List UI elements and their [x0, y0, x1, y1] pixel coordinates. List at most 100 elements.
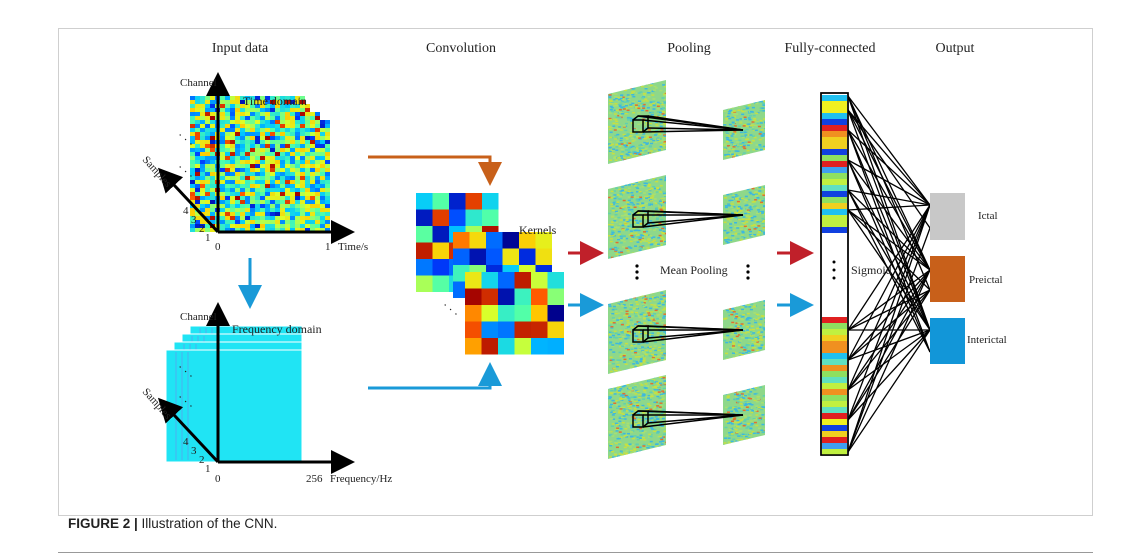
noise-dot	[654, 141, 658, 144]
noise-dot	[661, 303, 665, 306]
heatmap-cell	[290, 180, 295, 184]
noise-dot	[639, 191, 643, 194]
noise-dot	[664, 370, 666, 373]
heatmap-cell	[280, 116, 285, 120]
heatmap-cell	[290, 156, 295, 160]
noise-dot	[637, 330, 641, 333]
noise-dot	[621, 179, 625, 181]
header-pooling: Pooling	[667, 41, 711, 56]
noise-dot	[645, 189, 649, 192]
heatmap-cell	[200, 224, 205, 228]
noise-dot	[662, 102, 666, 104]
noise-dot	[663, 369, 666, 371]
noise-dot	[651, 358, 655, 360]
noise-dot	[652, 310, 656, 313]
noise-dot	[619, 353, 623, 356]
freq-to-conv-arrow	[368, 362, 502, 390]
heatmap-cell	[270, 212, 275, 216]
heatmap-cell	[200, 196, 205, 200]
noise-dot	[630, 311, 634, 314]
noise-dot	[723, 110, 727, 113]
noise-dot	[652, 306, 656, 309]
noise-dot	[624, 104, 628, 107]
noise-dot	[734, 233, 738, 236]
noise-dot	[613, 330, 617, 333]
heatmap-cell	[195, 112, 200, 116]
heatmap-cell	[230, 156, 235, 160]
heatmap-cell	[255, 220, 260, 224]
heatmap-cell	[225, 184, 230, 188]
heatmap-cell	[275, 108, 280, 112]
noise-dot	[752, 158, 756, 160]
heatmap-cell	[270, 148, 275, 152]
heatmap-cell	[315, 216, 320, 220]
noise-dot	[622, 126, 626, 128]
heatmap-cell	[315, 112, 320, 116]
noise-dot	[616, 290, 620, 292]
noise-dot	[611, 92, 615, 95]
heatmap-cell	[235, 104, 240, 108]
noise-dot	[662, 93, 666, 95]
freq-sample-tick: 4	[183, 436, 189, 448]
ellipsis: · · ·	[439, 298, 462, 320]
noise-dot	[631, 325, 635, 328]
heatmap-cell	[220, 136, 225, 140]
kernel-cell	[498, 272, 515, 289]
heatmap-cell	[190, 212, 195, 216]
heatmap-cell	[255, 128, 260, 132]
heatmap-cell	[235, 220, 240, 224]
noise-dot	[633, 136, 637, 138]
noise-dot	[659, 145, 663, 148]
heatmap-cell	[195, 200, 200, 204]
heatmap-cell	[325, 156, 330, 160]
noise-dot	[636, 212, 640, 214]
noise-dot	[659, 327, 663, 330]
noise-dot	[660, 129, 664, 131]
noise-dot	[663, 140, 666, 143]
noise-dot	[759, 109, 763, 112]
heatmap-cell	[240, 116, 245, 120]
heatmap-cell	[265, 128, 270, 132]
heatmap-cell	[300, 208, 305, 212]
noise-dot	[747, 198, 751, 201]
noise-dot	[639, 178, 643, 181]
noise-dot	[737, 233, 741, 235]
heatmap-cell	[275, 172, 280, 176]
heatmap-cell	[320, 152, 325, 156]
noise-dot	[613, 298, 617, 300]
noise-dot	[630, 85, 634, 87]
noise-dot	[614, 292, 618, 295]
heatmap-cell	[190, 100, 195, 104]
noise-dot	[641, 239, 645, 241]
heatmap-cell	[235, 108, 240, 112]
heatmap-cell	[290, 112, 295, 116]
noise-dot	[650, 138, 654, 140]
noise-dot	[608, 95, 612, 97]
heatmap-cell	[290, 100, 295, 104]
noise-dot	[748, 118, 752, 121]
noise-dot	[628, 182, 632, 184]
noise-dot	[749, 142, 753, 145]
heatmap-cell	[255, 160, 260, 164]
heatmap-cell	[305, 152, 310, 156]
noise-dot	[630, 365, 634, 367]
heatmap-cell	[225, 220, 230, 224]
heatmap-cell	[235, 228, 240, 232]
noise-dot	[610, 327, 614, 329]
noise-dot	[620, 331, 624, 333]
noise-dot	[754, 124, 758, 127]
heatmap-cell	[250, 112, 255, 116]
noise-dot	[643, 362, 647, 364]
noise-dot	[764, 133, 765, 135]
noise-dot	[648, 183, 652, 186]
heatmap-cell	[325, 192, 330, 196]
heatmap-cell	[235, 196, 240, 200]
heatmap-cell	[200, 160, 205, 164]
noise-dot	[732, 194, 736, 197]
noise-dot	[741, 185, 745, 187]
noise-dot	[641, 247, 645, 249]
heatmap-cell	[220, 168, 225, 172]
heatmap-cell	[235, 100, 240, 104]
noise-dot	[627, 199, 631, 202]
noise-dot	[659, 89, 663, 92]
